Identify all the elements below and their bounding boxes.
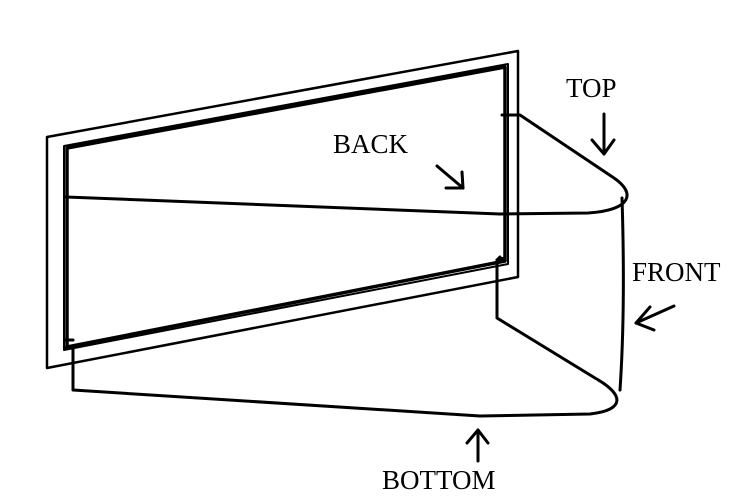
arrow-back-shaft	[435, 164, 465, 190]
label-front: FRONT	[632, 257, 721, 287]
bottom-surface	[63, 255, 619, 418]
frame-outer	[45, 49, 520, 370]
label-bottom: BOTTOM	[382, 465, 496, 495]
label-top: TOP	[566, 73, 617, 103]
frame-inner	[63, 63, 509, 351]
arrow-front-shaft	[634, 304, 676, 325]
frame-inner-shadow	[65, 65, 507, 349]
frame	[45, 49, 520, 370]
label-back: BACK	[333, 129, 409, 159]
arrow-back-head	[444, 170, 465, 190]
arrow-bottom	[465, 428, 490, 463]
front-face	[618, 196, 625, 392]
arrow-bottom-head	[465, 428, 490, 445]
arrow-front	[634, 304, 676, 332]
arrow-top-head	[590, 138, 616, 156]
corner-tab-right	[495, 256, 507, 262]
arrow-top	[590, 112, 616, 156]
arrow-front-head	[634, 305, 656, 332]
arrow-back	[435, 164, 465, 190]
back-edge	[64, 195, 502, 216]
top-surface	[498, 113, 629, 216]
